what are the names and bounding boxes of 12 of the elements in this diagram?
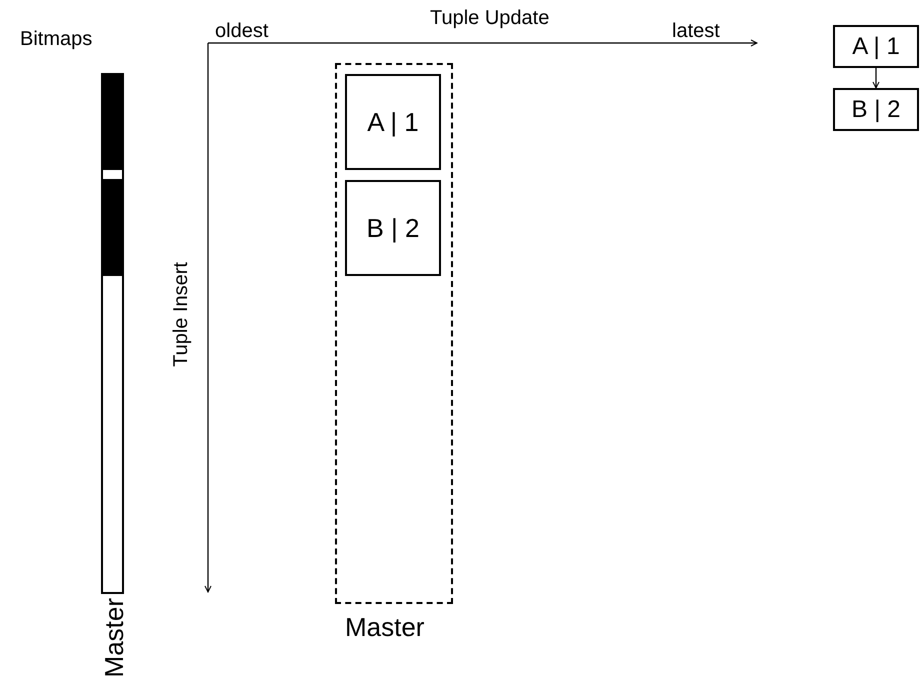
section-title: Bitmaps xyxy=(20,28,92,50)
record-box: A | 1 xyxy=(345,74,441,170)
axis-title: Tuple Insert xyxy=(170,262,192,367)
axis-label: oldest xyxy=(215,20,268,42)
arrow xyxy=(872,68,880,88)
record-box: B | 2 xyxy=(345,180,441,276)
axis-label: latest xyxy=(672,20,720,42)
frame-label: Master xyxy=(345,612,424,643)
bar-label: Master xyxy=(99,598,130,678)
record-box: A | 1 xyxy=(833,25,919,68)
axis-title: Tuple Update xyxy=(430,7,550,29)
record-box: B | 2 xyxy=(833,88,919,131)
